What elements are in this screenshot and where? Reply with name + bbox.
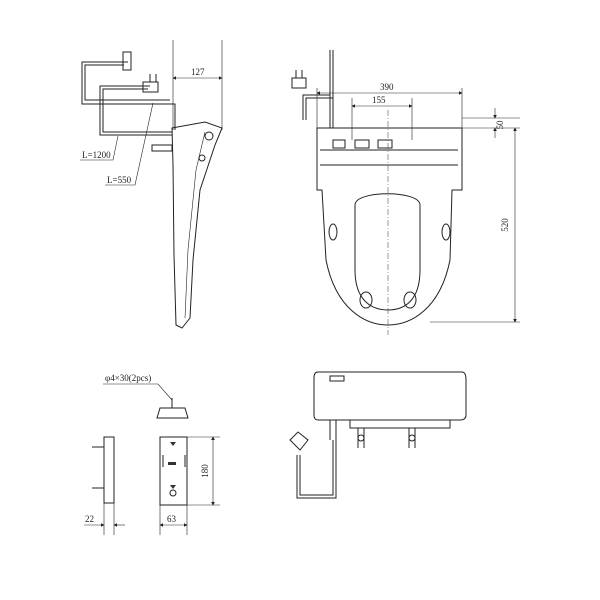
bumper-front-left	[359, 291, 373, 309]
bracket-slots	[162, 455, 186, 467]
extension-lines-top	[316, 88, 463, 140]
control-slot-1	[332, 139, 346, 149]
screw-icon	[156, 398, 189, 419]
seat-side-inner-line	[184, 131, 206, 319]
dim-127: 127	[191, 67, 205, 77]
control-slot-3	[377, 139, 393, 149]
extension-lines-bottom	[103, 503, 188, 535]
water-inlet	[151, 144, 173, 152]
indicator-window	[329, 375, 345, 382]
screw-leader	[103, 383, 173, 401]
water-fittings	[357, 428, 416, 448]
fitting-right	[408, 434, 416, 442]
body-front-view	[289, 371, 467, 499]
label-cable-550: L=550	[107, 175, 132, 185]
dim-50: 50	[495, 120, 505, 130]
dim-180: 180	[200, 464, 210, 478]
short-cable	[99, 85, 172, 136]
hinge-bolt	[198, 154, 206, 162]
bracket-front	[159, 436, 188, 506]
leader-550	[105, 102, 154, 186]
dim-390: 390	[380, 82, 394, 92]
fitting-left	[357, 434, 365, 442]
long-cable-inner	[84, 64, 170, 101]
control-slot-2	[354, 139, 370, 149]
body-lines	[320, 149, 458, 166]
screw-note: φ4×30(2pcs)	[105, 373, 151, 383]
power-plug-icon	[142, 74, 159, 93]
dim-22: 22	[85, 514, 94, 524]
short-cable-inner	[102, 88, 172, 133]
plug-connector	[122, 51, 132, 71]
bracket-side	[103, 436, 115, 504]
bracket-holes	[168, 442, 176, 489]
cable-top	[329, 50, 334, 128]
extension-lines-right	[430, 117, 520, 323]
dim-63: 63	[167, 514, 177, 524]
cable-top-branch	[302, 94, 333, 120]
power-plug-icon-top	[291, 70, 307, 89]
dim-520: 520	[500, 218, 510, 232]
bumper-front-right	[403, 291, 417, 309]
extension-lines	[172, 40, 223, 130]
power-plug-icon-bottom	[289, 431, 309, 451]
side-view: 127 L=1200 L=550	[80, 40, 223, 329]
bracket-views: 180 22 63	[84, 436, 220, 535]
bumper-left	[328, 223, 338, 241]
top-view: 390 155 50 520	[291, 50, 520, 335]
label-cable-1200: L=1200	[82, 150, 111, 160]
bumper-right	[441, 223, 451, 241]
cable-bottom	[296, 440, 337, 499]
seat-outline	[316, 127, 463, 326]
long-cable	[81, 61, 176, 130]
base-plate	[329, 419, 451, 440]
hinge-pivot	[204, 131, 214, 141]
body-outline	[313, 371, 467, 421]
screw-detail: φ4×30(2pcs)	[103, 373, 189, 419]
seat-side-profile	[171, 121, 223, 329]
seat-opening	[354, 193, 421, 311]
leader-1200	[80, 135, 119, 161]
bracket-screw-hole	[169, 489, 177, 497]
dim-155: 155	[372, 95, 386, 105]
bracket-side-pins	[92, 446, 115, 489]
